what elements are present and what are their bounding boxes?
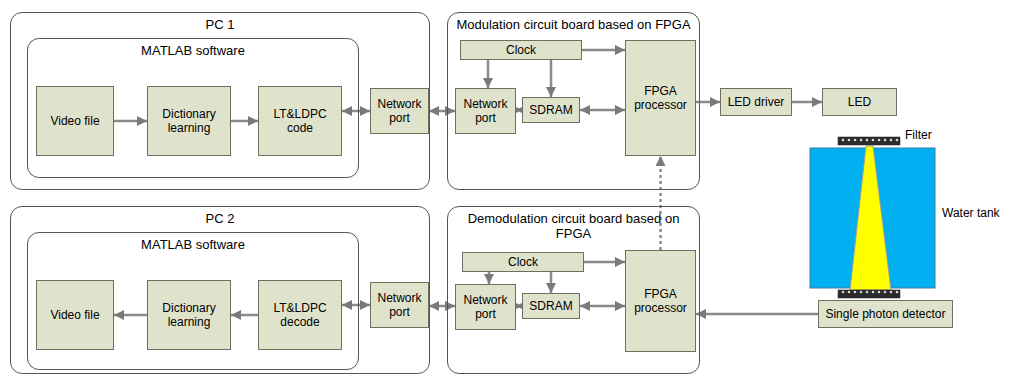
light-beam — [850, 146, 891, 290]
process-box: LT&LDPC code — [258, 86, 342, 156]
box-label: Video file — [47, 308, 102, 322]
box-heading: Demodulation circuit board based on FPGA — [448, 211, 699, 241]
process-box: LT&LDPC decode — [258, 280, 342, 350]
data-link — [231, 120, 258, 123]
box-label: SDRAM — [526, 299, 575, 313]
data-link — [114, 120, 147, 123]
software-box: MATLAB softwareVideo file Dictionary lear… — [27, 38, 359, 178]
port-box: Network port — [370, 88, 429, 134]
filter-top — [838, 137, 900, 145]
process-box: Dictionary learning — [147, 86, 231, 156]
pc-box: PC 2 MATLAB softwareVideo file Dictionary … — [10, 206, 430, 374]
box-label: LT&LDPC decode — [259, 301, 341, 329]
filter-bottom — [838, 290, 900, 298]
box-label: LED — [845, 95, 874, 109]
box-heading: PC 1 — [11, 17, 429, 32]
box-heading: PC 2 — [11, 211, 429, 226]
box-label: Network port — [371, 291, 428, 319]
clock-box: Clock — [462, 252, 584, 272]
box-heading: MATLAB software — [28, 43, 358, 58]
clock-box: Clock — [460, 40, 582, 60]
led-box: LED — [822, 88, 897, 116]
board-box: Demodulation circuit board based on FPGA… — [447, 206, 700, 374]
data-link — [342, 304, 370, 307]
box-label: Network port — [456, 97, 515, 125]
box-label: LT&LDPC code — [259, 107, 341, 135]
data-link — [488, 272, 491, 284]
box-label: Dictionary learning — [148, 107, 230, 135]
driver-box: LED driver — [720, 88, 792, 116]
data-link — [792, 101, 822, 104]
box-label: Clock — [503, 43, 539, 57]
data-link — [582, 49, 625, 52]
pc-box: PC 1 MATLAB softwareVideo file Dictionary … — [10, 12, 430, 190]
data-link — [114, 314, 147, 317]
tank-label: Water tank — [942, 206, 1000, 220]
port-box: Network port — [455, 284, 516, 330]
port-box: Network port — [455, 88, 516, 134]
data-link — [696, 313, 818, 316]
data-link — [584, 261, 625, 264]
data-link — [429, 305, 455, 308]
control-link — [659, 156, 662, 250]
box-heading: MATLAB software — [28, 237, 358, 252]
software-box: MATLAB softwareVideo file Dictionary lear… — [27, 232, 359, 370]
data-link — [580, 305, 625, 308]
box-heading: Modulation circuit board based on FPGA — [448, 17, 699, 32]
processor-box: FPGA processor — [625, 40, 696, 156]
data-link — [550, 60, 553, 97]
board-box: Modulation circuit board based on FPGA Cl… — [447, 12, 700, 190]
process-box: Video file — [36, 280, 114, 350]
filter-label: Filter — [905, 128, 932, 142]
box-label: Clock — [505, 255, 541, 269]
detector-box: Single photon detector — [818, 300, 953, 328]
box-label: FPGA processor — [626, 84, 695, 112]
box-label: Video file — [47, 114, 102, 128]
data-link — [580, 109, 625, 112]
port-box: Network port — [370, 282, 429, 328]
box-label: Network port — [456, 293, 515, 321]
data-link — [550, 272, 553, 293]
box-label: LED driver — [725, 95, 788, 109]
memory-box: SDRAM — [522, 293, 580, 319]
data-link — [429, 110, 455, 113]
box-label: FPGA processor — [626, 287, 695, 315]
memory-box: SDRAM — [522, 97, 580, 123]
process-box: Dictionary learning — [147, 280, 231, 350]
box-label: Dictionary learning — [148, 301, 230, 329]
box-label: Single photon detector — [822, 307, 948, 321]
process-box: Video file — [36, 86, 114, 156]
processor-box: FPGA processor — [625, 250, 696, 352]
box-label: Network port — [371, 97, 428, 125]
data-link — [342, 110, 370, 113]
box-label: SDRAM — [526, 103, 575, 117]
data-link — [231, 314, 258, 317]
data-link — [487, 60, 490, 88]
